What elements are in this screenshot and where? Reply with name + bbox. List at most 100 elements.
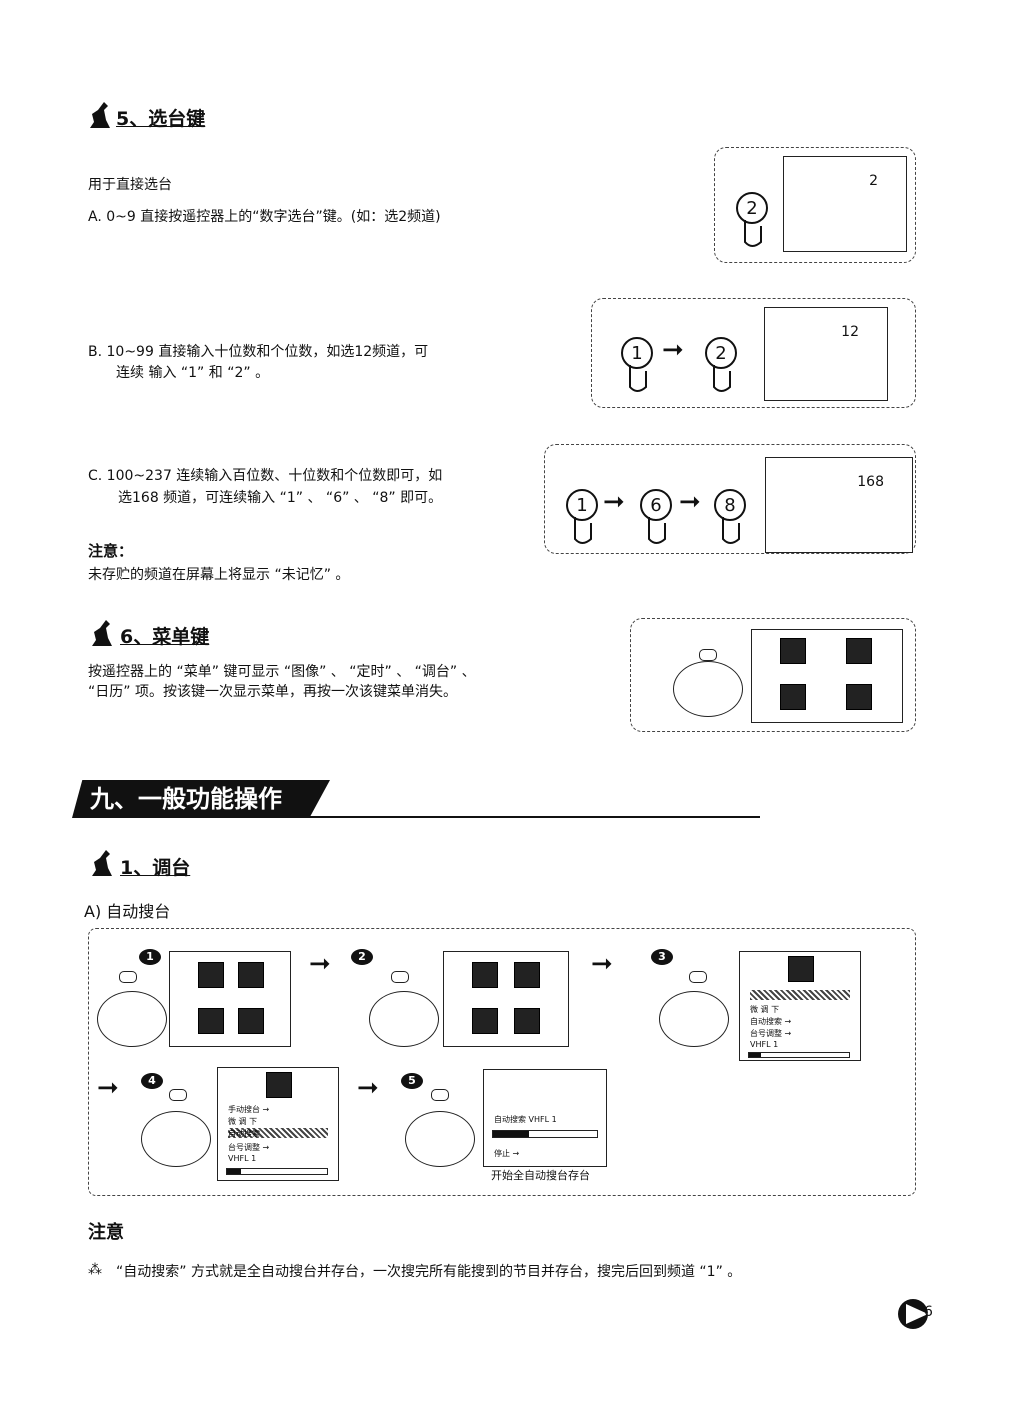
tuning-menu-icon — [780, 684, 806, 710]
arrow-right-icon: ➞ — [662, 335, 684, 365]
tuning-menu-icon — [788, 956, 814, 982]
sec5-item-b-line1: B. 10~99 直接输入十位数和个位数，如选12频道，可 — [88, 344, 429, 360]
calendar-menu-icon — [514, 1008, 540, 1034]
tuning-menu-icon — [266, 1072, 292, 1098]
step-number: 2 — [351, 949, 373, 965]
sec6-desc-line1: 按遥控器上的 “菜单” 键可显示 “图像” 、 “定时” 、 “调台” 、 — [88, 664, 476, 680]
bullet-icon: ⁂ — [88, 1262, 102, 1278]
tuning-menu-icon — [198, 1008, 224, 1034]
arrow-right-icon: ➞ — [309, 949, 331, 979]
step-number: 4 — [141, 1073, 163, 1089]
subsection-1-title: 1、调台 — [120, 857, 191, 879]
menu-row: 微 调 下 — [750, 1005, 780, 1014]
step-number: 3 — [651, 949, 673, 965]
picture-menu-icon — [472, 962, 498, 988]
arrow-right-icon: ➞ — [679, 487, 701, 517]
illustration-b: 1 ➞ 2 12 — [591, 298, 916, 408]
timer-menu-icon — [238, 962, 264, 988]
remote-control-icon — [369, 991, 439, 1047]
hand-press-icon: 6 — [640, 489, 672, 544]
menu-row: 台号调整 → — [228, 1143, 270, 1152]
menu-row-highlight: 自动搜索 — [228, 1128, 328, 1138]
tv-screen-c: 168 — [765, 457, 913, 553]
channel-display: 168 — [857, 474, 884, 490]
remote-control-icon — [405, 1111, 475, 1167]
menu-button-icon — [689, 971, 707, 983]
menu-button-icon — [391, 971, 409, 983]
illustration-menu — [630, 618, 916, 732]
kangaroo-icon — [92, 620, 112, 646]
svg-text:1: 1 — [631, 343, 642, 364]
menu-row: 微 调 下 — [228, 1117, 258, 1126]
sec5-desc: 用于直接选台 — [88, 177, 172, 193]
hand-press-icon: 1 — [621, 337, 653, 392]
svg-text:8: 8 — [724, 495, 735, 516]
svg-text:6: 6 — [650, 495, 661, 516]
picture-menu-icon — [198, 962, 224, 988]
tv-screen-a: 2 — [783, 156, 907, 252]
progress-bar — [748, 1052, 850, 1058]
menu-button-icon — [119, 971, 137, 983]
page-number: 6 — [924, 1304, 933, 1320]
menu-row: 台号调整 → — [750, 1029, 792, 1038]
hand-press-icon: 8 — [714, 489, 746, 544]
menu-button-icon — [169, 1089, 187, 1101]
section-5-title: 5、选台键 — [116, 108, 206, 130]
menu-row: 手动搜台 → — [228, 1105, 270, 1114]
menu-screen — [751, 629, 903, 723]
menu-row-highlight — [750, 990, 850, 1000]
note-text: 未存贮的频道在屏幕上将显示 “未记忆” 。 — [88, 567, 350, 583]
remote-control-icon — [97, 991, 167, 1047]
chapter-title: 九、一般功能操作 — [72, 780, 330, 818]
menu-button-icon — [699, 649, 717, 661]
remote-control-icon — [659, 991, 729, 1047]
channel-display: 2 — [869, 173, 878, 189]
svg-text:2: 2 — [746, 198, 757, 219]
calendar-menu-icon — [238, 1008, 264, 1034]
timer-menu-icon — [514, 962, 540, 988]
hand-press-icon: 2 — [736, 192, 768, 247]
channel-display: 12 — [841, 324, 859, 340]
step-number: 1 — [139, 949, 161, 965]
step5-caption: 开始全自动搜台存台 — [491, 1169, 590, 1182]
note-label: 注意： — [88, 542, 134, 560]
chapter-rule — [300, 816, 760, 818]
timer-menu-icon — [846, 638, 872, 664]
progress-bar — [226, 1168, 328, 1175]
svg-text:2: 2 — [715, 343, 726, 364]
hand-press-icon: 1 — [566, 489, 598, 544]
sec5-item-a: A. 0~9 直接按遥控器上的“数字选台”键。(如：选2频道) — [88, 209, 441, 225]
bottom-note-text: “自动搜索” 方式就是全自动搜台并存台，一次搜完所有能搜到的节目并存台，搜完后回… — [116, 1264, 742, 1280]
sec5-item-c-line1: C. 100~237 连续输入百位数、十位数和个位数即可，如 — [88, 468, 443, 484]
bottom-note-label: 注意 — [88, 1222, 124, 1243]
tv-screen-b: 12 — [764, 307, 888, 401]
step3-menu: 微 调 下 自动搜索 → 台号调整 → VHFL 1 — [739, 951, 861, 1061]
page-number-badge: 6 — [896, 1294, 936, 1334]
remote-control-icon — [141, 1111, 211, 1167]
sec5-item-c-line2: 选168 频道，可连续输入 “1” 、 “6” 、 “8” 即可。 — [118, 490, 443, 506]
progress-bar — [492, 1130, 598, 1138]
menu-row: 停止 → — [494, 1149, 520, 1158]
sec6-desc-line2: “日历” 项。按该键一次显示菜单，再按一次该键菜单消失。 — [88, 684, 457, 700]
hand-press-icon: 2 — [705, 337, 737, 392]
picture-menu-icon — [780, 638, 806, 664]
menu-row: VHFL 1 — [750, 1040, 779, 1049]
step2-screen — [443, 951, 569, 1047]
subsection-1-a: A) 自动搜台 — [84, 902, 171, 921]
tuning-menu-icon — [472, 1008, 498, 1034]
arrow-right-icon: ➞ — [603, 487, 625, 517]
sec5-item-b-line2: 连续 输入 “1” 和 “2” 。 — [116, 365, 270, 381]
step5-menu: 自动搜索 VHFL 1 停止 → — [483, 1069, 607, 1167]
section-6-title: 6、菜单键 — [120, 626, 210, 648]
illustration-a: 2 2 — [714, 147, 916, 263]
arrow-right-icon: ➞ — [357, 1073, 379, 1103]
menu-row: 自动搜索 VHFL 1 — [494, 1115, 557, 1124]
arrow-right-icon: ➞ — [591, 949, 613, 979]
menu-row: 自动搜索 → — [750, 1017, 792, 1026]
arrow-right-icon: ➞ — [97, 1073, 119, 1103]
kangaroo-icon — [92, 850, 112, 876]
menu-button-icon — [431, 1089, 449, 1101]
kangaroo-icon — [90, 102, 110, 128]
auto-search-steps: 1 ➞ 2 ➞ 3 微 调 下 自动搜索 → 台号调整 → VHFL 1 ➞ 4 — [88, 928, 916, 1196]
step4-menu: 手动搜台 → 微 调 下 自动搜索 台号调整 → VHFL 1 — [217, 1067, 339, 1181]
